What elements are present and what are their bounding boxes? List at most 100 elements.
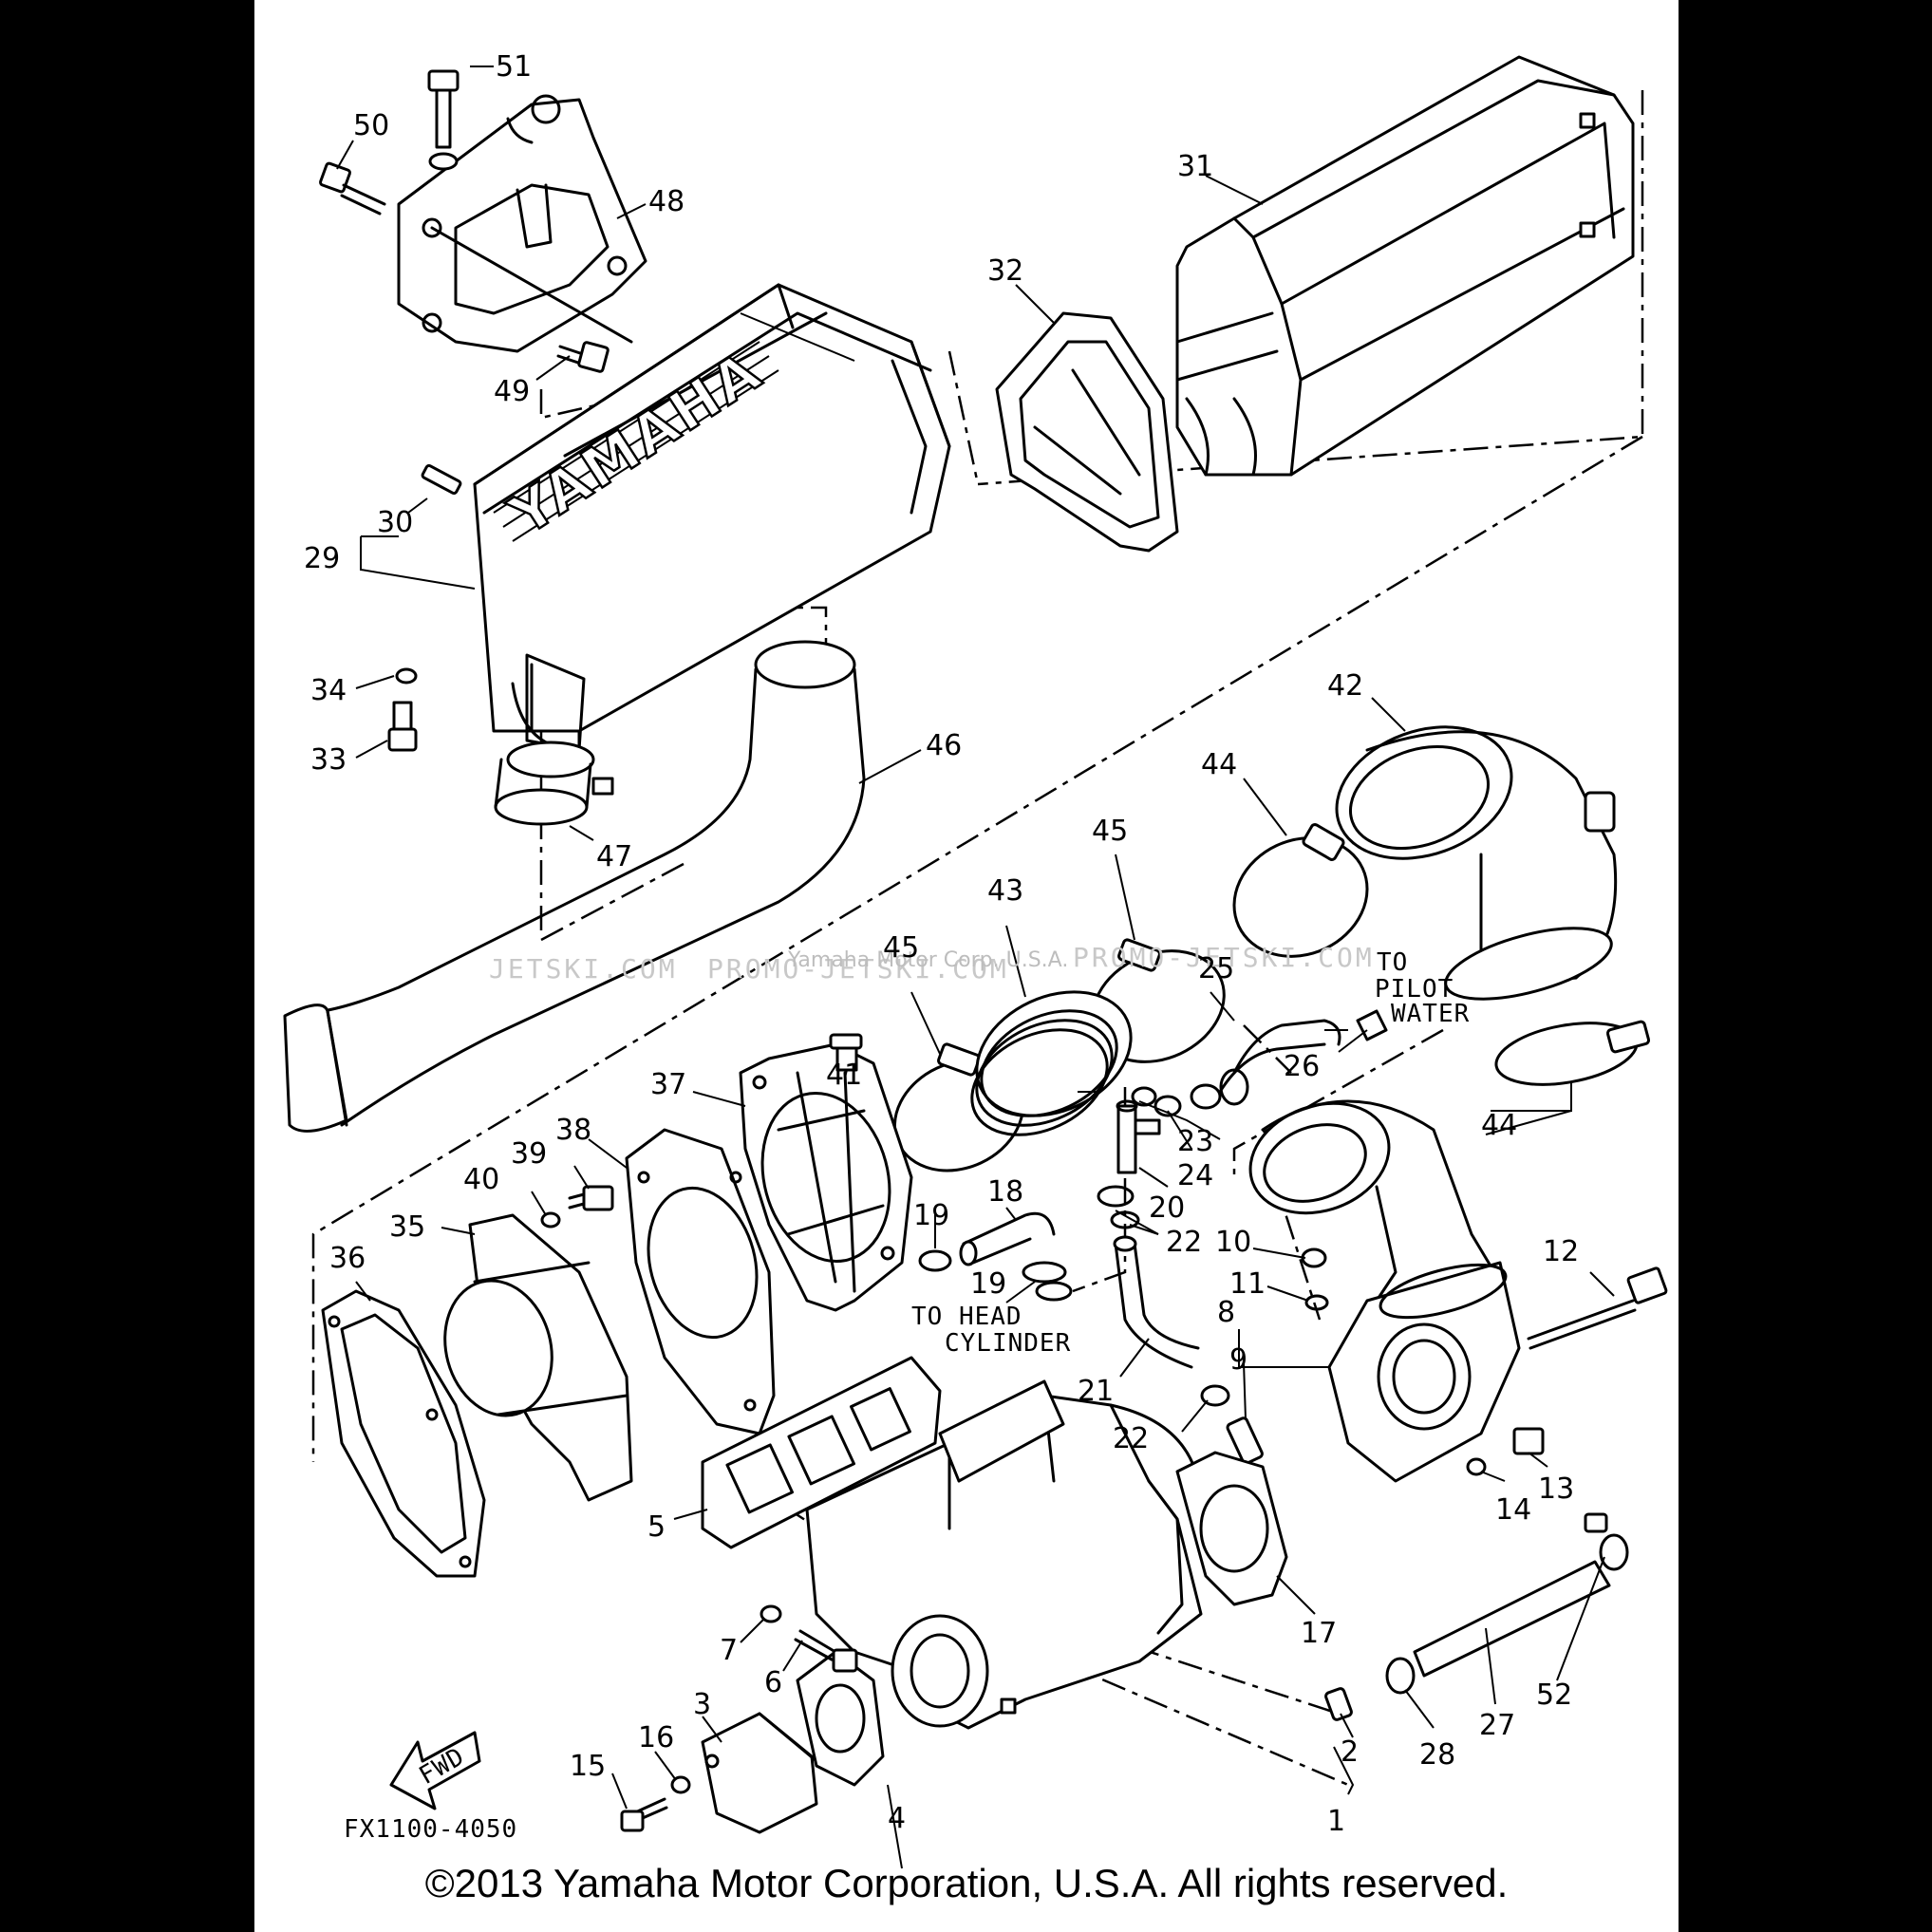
part-8-outlet-elbow bbox=[1248, 1099, 1521, 1483]
fitting-26 bbox=[1356, 1009, 1388, 1041]
callout-33: 33 bbox=[310, 743, 347, 777]
callout-15: 15 bbox=[570, 1750, 606, 1783]
callout-22-lower: 22 bbox=[1113, 1422, 1149, 1455]
fitting-23 bbox=[1131, 1083, 1222, 1117]
part-17-gasket bbox=[1175, 1451, 1288, 1606]
callout-32: 32 bbox=[987, 254, 1023, 288]
clips-22-upper bbox=[1097, 1185, 1140, 1229]
part-37-adapter bbox=[739, 1042, 913, 1312]
callout-30: 30 bbox=[377, 506, 413, 539]
part-36-gasket bbox=[321, 1289, 486, 1578]
copyright-footer: ©2013 Yamaha Motor Corporation, U.S.A. A… bbox=[424, 1861, 1509, 1905]
callout-12: 12 bbox=[1543, 1235, 1579, 1268]
part-35-plate bbox=[443, 1213, 633, 1502]
callout-14: 14 bbox=[1495, 1493, 1531, 1527]
callout-51: 51 bbox=[496, 50, 532, 84]
note-pilot: PILOT bbox=[1375, 975, 1454, 1004]
callout-40: 40 bbox=[463, 1163, 499, 1196]
washer-40 bbox=[540, 1211, 561, 1229]
clamp-44-lower bbox=[1494, 1020, 1651, 1086]
callout-25: 25 bbox=[1198, 952, 1234, 985]
watermark-promo-right: PROMO-JETSKI.COM bbox=[1073, 942, 1375, 973]
callout-5: 5 bbox=[647, 1510, 666, 1544]
part-6-bolt bbox=[794, 1629, 858, 1673]
callout-35: 35 bbox=[389, 1210, 425, 1244]
callout-34: 34 bbox=[310, 674, 347, 707]
callout-22-upper: 22 bbox=[1166, 1226, 1202, 1259]
callout-9: 9 bbox=[1229, 1343, 1247, 1377]
callout-8: 8 bbox=[1217, 1296, 1235, 1329]
callout-19-lower: 19 bbox=[970, 1267, 1006, 1301]
callout-42: 42 bbox=[1327, 669, 1363, 703]
callout-45-upper: 45 bbox=[1092, 815, 1128, 848]
note-to-head: TO HEAD bbox=[911, 1303, 1022, 1331]
leader-lines bbox=[336, 66, 1615, 1869]
annotation-to-pilot-water: TO PILOT WATER bbox=[1375, 948, 1470, 1028]
hose-25 bbox=[1218, 1019, 1341, 1106]
callout-1: 1 bbox=[1327, 1805, 1345, 1838]
callout-3: 3 bbox=[693, 1688, 711, 1721]
part-28-fitting bbox=[1385, 1657, 1416, 1695]
clip-19-upper bbox=[918, 1249, 952, 1272]
callout-44-upper: 44 bbox=[1201, 748, 1237, 781]
part-10-plug bbox=[1301, 1247, 1327, 1268]
hose-18 bbox=[959, 1211, 1056, 1266]
part-11-washer bbox=[1304, 1294, 1329, 1311]
callout-4: 4 bbox=[888, 1802, 906, 1835]
callout-49: 49 bbox=[494, 375, 530, 408]
callout-2: 2 bbox=[1341, 1735, 1359, 1769]
clip-22-lower bbox=[1200, 1384, 1230, 1407]
part-32-gasket bbox=[995, 311, 1179, 553]
bolt-39 bbox=[568, 1185, 614, 1211]
callout-21: 21 bbox=[1078, 1375, 1114, 1408]
part-48-bracket bbox=[397, 94, 647, 353]
watermark-promo-center: PROMO-JETSKI.COM bbox=[707, 953, 1009, 985]
callout-36: 36 bbox=[329, 1242, 366, 1275]
figure-code: FX1100-4050 bbox=[344, 1815, 517, 1844]
bolt-50 bbox=[319, 161, 386, 216]
callout-47: 47 bbox=[596, 840, 632, 873]
callout-20: 20 bbox=[1149, 1191, 1185, 1225]
part-38-gasket bbox=[625, 1128, 776, 1435]
clip-19-lower bbox=[1022, 1261, 1073, 1302]
part-42-elbow bbox=[1335, 725, 1618, 1001]
callout-labels: 51 50 48 49 31 32 30 29 34 33 46 47 42 4… bbox=[304, 50, 1579, 1838]
callout-41: 41 bbox=[826, 1059, 862, 1092]
callout-13: 13 bbox=[1538, 1472, 1574, 1506]
bolt-30 bbox=[421, 463, 462, 496]
part-13-bolt-14-washer bbox=[1466, 1427, 1545, 1476]
part-5-gasket bbox=[701, 1356, 942, 1549]
note-water: WATER bbox=[1391, 1000, 1470, 1028]
callout-19-upper: 19 bbox=[913, 1199, 949, 1232]
joint-43 bbox=[970, 990, 1133, 1136]
watermark-jetski: JETSKI.COM bbox=[489, 953, 678, 985]
part-9-fitting bbox=[1226, 1416, 1264, 1465]
part-27-hose bbox=[1413, 1560, 1611, 1678]
callout-7: 7 bbox=[720, 1634, 738, 1667]
part-2-bolt bbox=[1324, 1687, 1353, 1721]
callout-43: 43 bbox=[987, 874, 1023, 908]
clamp-52 bbox=[1584, 1512, 1629, 1571]
bolt-51 bbox=[427, 69, 460, 171]
bolt-49 bbox=[556, 341, 610, 373]
callout-48: 48 bbox=[648, 185, 685, 218]
callout-28: 28 bbox=[1419, 1738, 1455, 1772]
callout-46: 46 bbox=[926, 729, 962, 762]
annotation-to-cylinder-head: TO HEAD CYLINDER bbox=[911, 1303, 1070, 1358]
callout-29: 29 bbox=[304, 542, 340, 575]
callout-52: 52 bbox=[1536, 1679, 1572, 1712]
callout-24: 24 bbox=[1177, 1159, 1213, 1192]
callout-50: 50 bbox=[353, 109, 389, 142]
callout-23: 23 bbox=[1177, 1125, 1213, 1158]
watermark-layer: JETSKI.COM PROMO-JETSKI.COM PROMO-JETSKI… bbox=[489, 942, 1375, 985]
callout-44-lower: 44 bbox=[1481, 1109, 1517, 1142]
callout-26: 26 bbox=[1284, 1050, 1320, 1083]
callout-38: 38 bbox=[555, 1114, 591, 1147]
callout-6: 6 bbox=[764, 1666, 782, 1699]
part-3-cover bbox=[701, 1712, 818, 1834]
fwd-arrow: FWD bbox=[389, 1731, 481, 1810]
part-7-washer bbox=[760, 1604, 782, 1623]
part-46-hose bbox=[283, 640, 866, 1133]
watermark-overlay: Yamaha Motor Corp. U.S.A. bbox=[787, 948, 1068, 972]
